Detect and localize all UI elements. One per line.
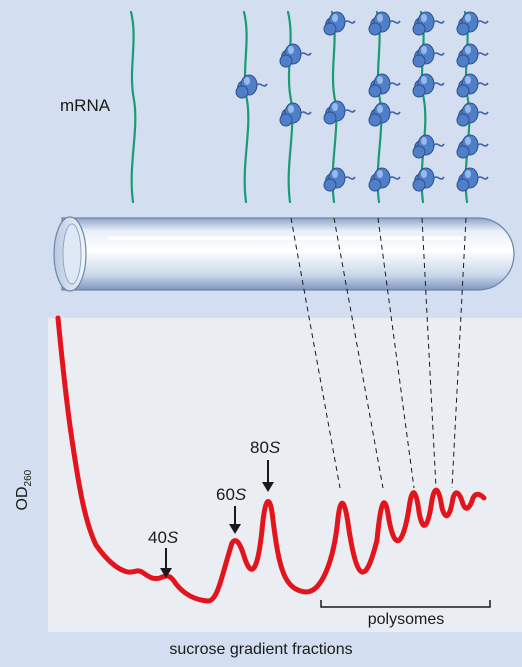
y-axis-label-main: OD	[13, 486, 31, 511]
nascent-peptide-icon	[476, 82, 489, 86]
peak-80s-unit: S	[268, 438, 281, 457]
peak-60s-number: 60	[216, 485, 235, 504]
nascent-peptide-icon	[388, 20, 401, 24]
peak-arrows	[160, 460, 274, 578]
guide-line	[421, 217, 437, 489]
ribosome-icon	[412, 134, 445, 159]
ribosome-icon	[456, 102, 489, 127]
plot-panel	[48, 318, 522, 632]
ribosome-icon	[412, 73, 445, 98]
ribosome-icon	[456, 43, 489, 68]
test-tube	[53, 216, 515, 292]
arrow-40s	[160, 548, 172, 578]
ribosome-icon	[368, 11, 401, 36]
x-axis-label: sucrose gradient fractions	[169, 641, 353, 658]
nascent-peptide-icon	[255, 83, 268, 87]
peak-label-80s: 80S	[250, 438, 280, 458]
y-axis-label: OD260	[14, 450, 34, 530]
nascent-peptide-icon	[432, 82, 445, 86]
ribosome-icon	[456, 167, 489, 192]
ribosome-icon	[456, 134, 489, 159]
mrna-strands	[129, 10, 489, 204]
ribosome-icon	[368, 102, 401, 127]
ribosome-icon	[323, 167, 356, 192]
nascent-peptide-icon	[432, 52, 445, 56]
ribosome-icon	[235, 74, 268, 99]
guide-line	[290, 217, 341, 489]
nascent-peptide-icon	[343, 176, 356, 180]
nascent-peptide-icon	[476, 176, 489, 180]
nascent-peptide-icon	[476, 52, 489, 56]
nascent-peptide-icon	[388, 82, 401, 86]
nascent-peptide-icon	[343, 109, 356, 113]
polysome-bracket	[320, 600, 491, 608]
peak-60s-unit: S	[234, 485, 247, 504]
ribosome-icon	[412, 43, 445, 68]
nascent-peptide-icon	[299, 52, 312, 56]
ribosome-icon	[279, 43, 312, 68]
peak-label-40s: 40S	[148, 528, 178, 548]
nascent-peptide-icon	[388, 176, 401, 180]
mrna-strand	[323, 10, 356, 204]
ribosome-icon	[412, 11, 445, 36]
nascent-peptide-icon	[476, 143, 489, 147]
mrna-line	[129, 10, 137, 204]
nascent-peptide-icon	[432, 20, 445, 24]
ribosome-icon	[323, 11, 356, 36]
mrna-strand	[412, 10, 445, 204]
guide-line	[451, 217, 467, 489]
ribosome-icon	[456, 11, 489, 36]
guide-line	[333, 217, 384, 489]
y-axis-label-sub: 260	[23, 469, 35, 487]
arrow-80s	[262, 460, 274, 492]
mrna-line	[286, 10, 294, 204]
fraction-guide-lines	[290, 217, 467, 489]
nascent-peptide-icon	[476, 111, 489, 115]
mrna-strand	[368, 10, 401, 204]
nascent-peptide-icon	[343, 20, 356, 24]
mrna-line	[242, 10, 250, 204]
nascent-peptide-icon	[388, 111, 401, 115]
polysomes-label: polysomes	[367, 611, 445, 628]
ribosome-icon	[368, 73, 401, 98]
ribosome-icon	[279, 102, 312, 127]
mrna-label: mRNA	[60, 96, 111, 115]
peak-label-60s: 60S	[216, 485, 246, 505]
ribosome-icon	[368, 167, 401, 192]
arrow-60s	[229, 506, 241, 534]
od260-trace	[55, 315, 487, 604]
nascent-peptide-icon	[476, 20, 489, 24]
mrna-strand	[279, 10, 312, 204]
nascent-peptide-icon	[432, 176, 445, 180]
peak-40s-number: 40	[148, 528, 167, 547]
nascent-peptide-icon	[299, 111, 312, 115]
nascent-peptide-icon	[432, 143, 445, 147]
mrna-strand	[456, 10, 489, 204]
ribosome-icon	[323, 100, 356, 125]
peak-40s-unit: S	[166, 528, 179, 547]
ribosome-icon	[456, 73, 489, 98]
mrna-strand	[235, 10, 268, 204]
mrna-strand	[129, 10, 137, 204]
peak-80s-number: 80	[250, 438, 269, 457]
ribosome-icon	[412, 167, 445, 192]
guide-line	[377, 217, 415, 489]
